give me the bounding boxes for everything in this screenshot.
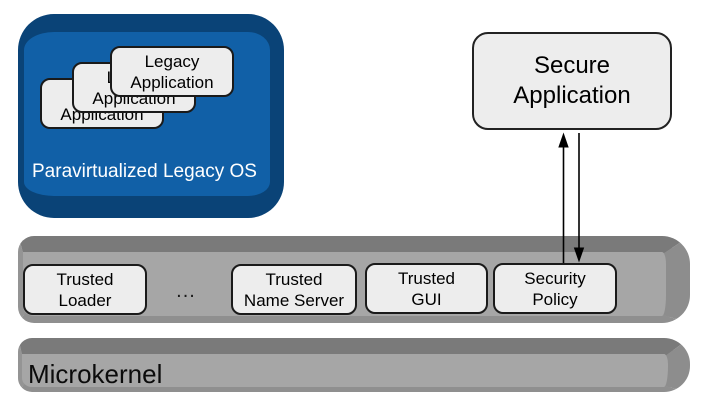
trusted-gui-label: Trusted GUI [397,268,455,309]
security-policy-node: Security Policy [493,263,617,314]
trusted-name-server-node: Trusted Name Server [231,264,357,315]
trusted-loader-node: Trusted Loader [23,264,147,315]
trusted-loader-label: Trusted Loader [56,269,114,310]
microkernel-label: Microkernel [28,359,163,389]
trusted-gui-node: Trusted GUI [365,263,488,314]
secure-application-node: Secure Application [472,32,672,130]
legacy-application-node-front: Legacy Application [110,46,234,97]
secure-application-label: Secure Application [513,52,631,109]
ellipsis-label: ... [176,280,196,302]
trusted-name-server-label: Trusted Name Server [243,269,345,310]
legacy-application-label: Legacy Application [130,51,214,92]
security-policy-label: Security Policy [524,268,586,309]
legacy-os-label: Paravirtualized Legacy OS [32,161,257,182]
microkernel-container [18,338,690,392]
